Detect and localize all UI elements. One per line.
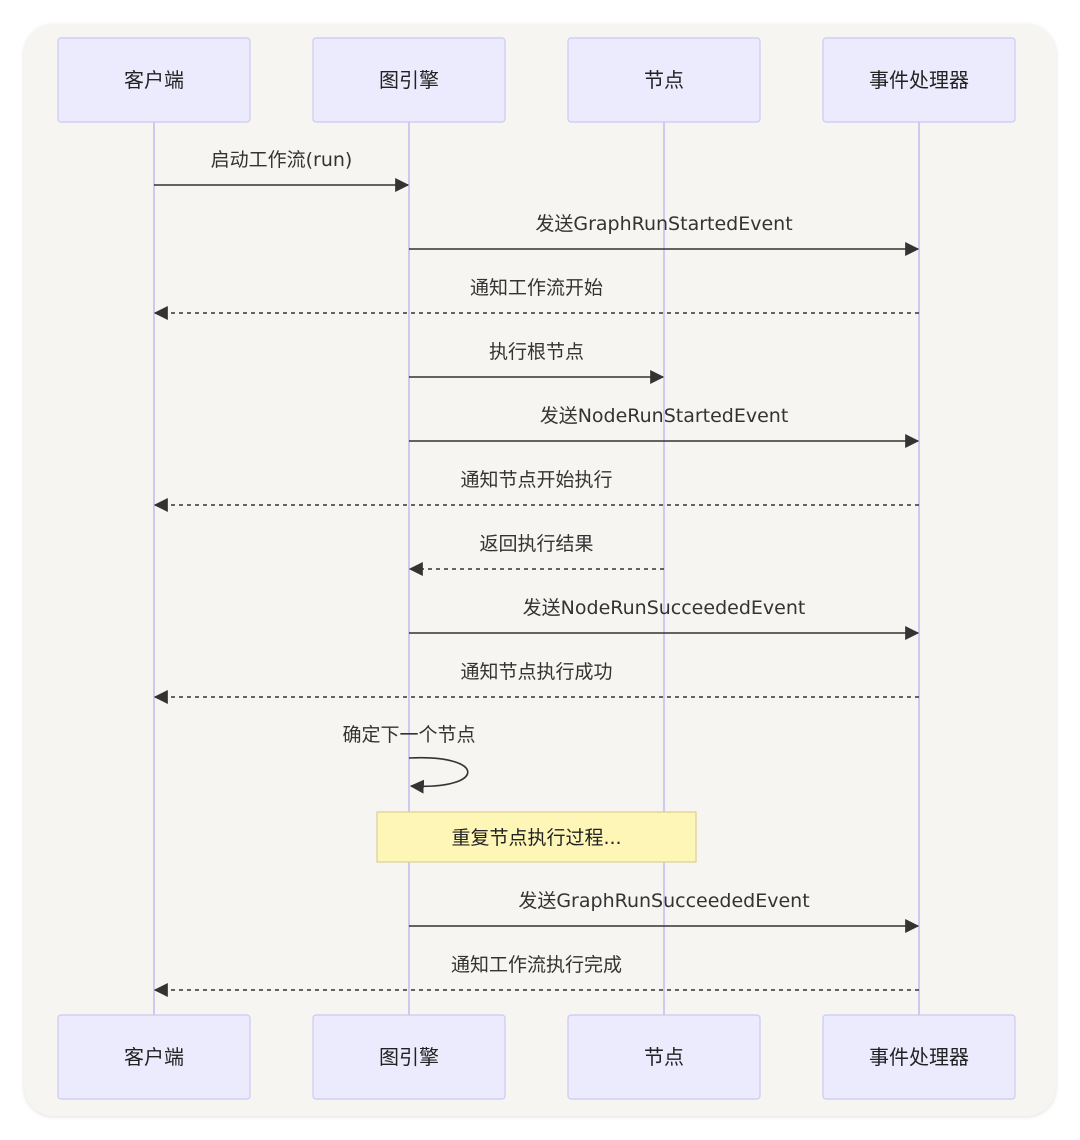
participant-engine-top: 图引擎 xyxy=(312,37,506,123)
message: 返回执行结果 xyxy=(408,533,664,576)
participants-top: 客户端 图引擎 节点 事件处理器 xyxy=(57,37,1016,123)
message-arrow xyxy=(408,756,469,794)
participant-label: 事件处理器 xyxy=(869,68,969,92)
message: 发送GraphRunSucceededEvent xyxy=(409,890,920,933)
participant-node-top: 节点 xyxy=(567,37,761,123)
message: 通知工作流开始 xyxy=(153,277,919,320)
message-label: 执行根节点 xyxy=(489,341,584,363)
note-box xyxy=(376,811,697,863)
participant-box xyxy=(57,37,251,123)
message-label: 发送NodeRunStartedEvent xyxy=(540,405,789,427)
lifelines xyxy=(153,122,920,1015)
participant-box xyxy=(312,37,506,123)
message: 启动工作流(run) xyxy=(154,149,410,192)
participant-label: 客户端 xyxy=(124,1045,184,1069)
message-label: 通知工作流开始 xyxy=(470,277,603,299)
participant-label: 客户端 xyxy=(124,68,184,92)
message-label: 发送GraphRunStartedEvent xyxy=(535,213,792,235)
participant-engine-bottom: 图引擎 xyxy=(312,1014,506,1100)
message: 执行根节点 xyxy=(409,341,665,384)
participant-box xyxy=(567,1014,761,1100)
message: 通知节点执行成功 xyxy=(153,661,919,704)
participant-label: 事件处理器 xyxy=(869,1045,969,1069)
participant-box xyxy=(312,1014,506,1100)
message: 发送GraphRunStartedEvent xyxy=(409,213,920,256)
participant-box xyxy=(822,37,1016,123)
participant-node-bottom: 节点 xyxy=(567,1014,761,1100)
message: 发送NodeRunSucceededEvent xyxy=(409,597,920,640)
participant-box xyxy=(567,37,761,123)
message: 通知工作流执行完成 xyxy=(153,954,919,997)
message-label: 确定下一个节点 xyxy=(342,724,475,746)
participant-label: 节点 xyxy=(644,1045,684,1069)
participant-label: 图引擎 xyxy=(379,1045,439,1069)
note: 重复节点执行过程... xyxy=(376,811,697,863)
participant-box xyxy=(822,1014,1016,1100)
participant-handler-top: 事件处理器 xyxy=(822,37,1016,123)
message: 确定下一个节点 xyxy=(342,724,476,794)
messages: 启动工作流(run) 发送GraphRunStartedEvent 通知工作流开始执… xyxy=(153,149,920,997)
message: 通知节点开始执行 xyxy=(153,469,919,512)
participant-client-bottom: 客户端 xyxy=(57,1014,251,1100)
participants-bottom: 客户端 图引擎 节点 事件处理器 xyxy=(57,1014,1016,1100)
message-label: 返回执行结果 xyxy=(479,533,593,555)
diagram-card xyxy=(24,24,1056,1116)
message-label: 通知节点开始执行 xyxy=(460,469,612,491)
message: 发送NodeRunStartedEvent xyxy=(409,405,920,448)
message-label: 发送NodeRunSucceededEvent xyxy=(523,597,806,619)
message-label: 通知工作流执行完成 xyxy=(451,954,622,976)
participant-box xyxy=(57,1014,251,1100)
participant-handler-bottom: 事件处理器 xyxy=(822,1014,1016,1100)
message-label: 启动工作流(run) xyxy=(211,149,353,171)
participant-client-top: 客户端 xyxy=(57,37,251,123)
participant-label: 节点 xyxy=(644,68,684,92)
message-label: 发送GraphRunSucceededEvent xyxy=(518,890,809,912)
message-label: 通知节点执行成功 xyxy=(460,661,612,683)
note-text: 重复节点执行过程... xyxy=(451,827,621,849)
participant-label: 图引擎 xyxy=(379,68,439,92)
